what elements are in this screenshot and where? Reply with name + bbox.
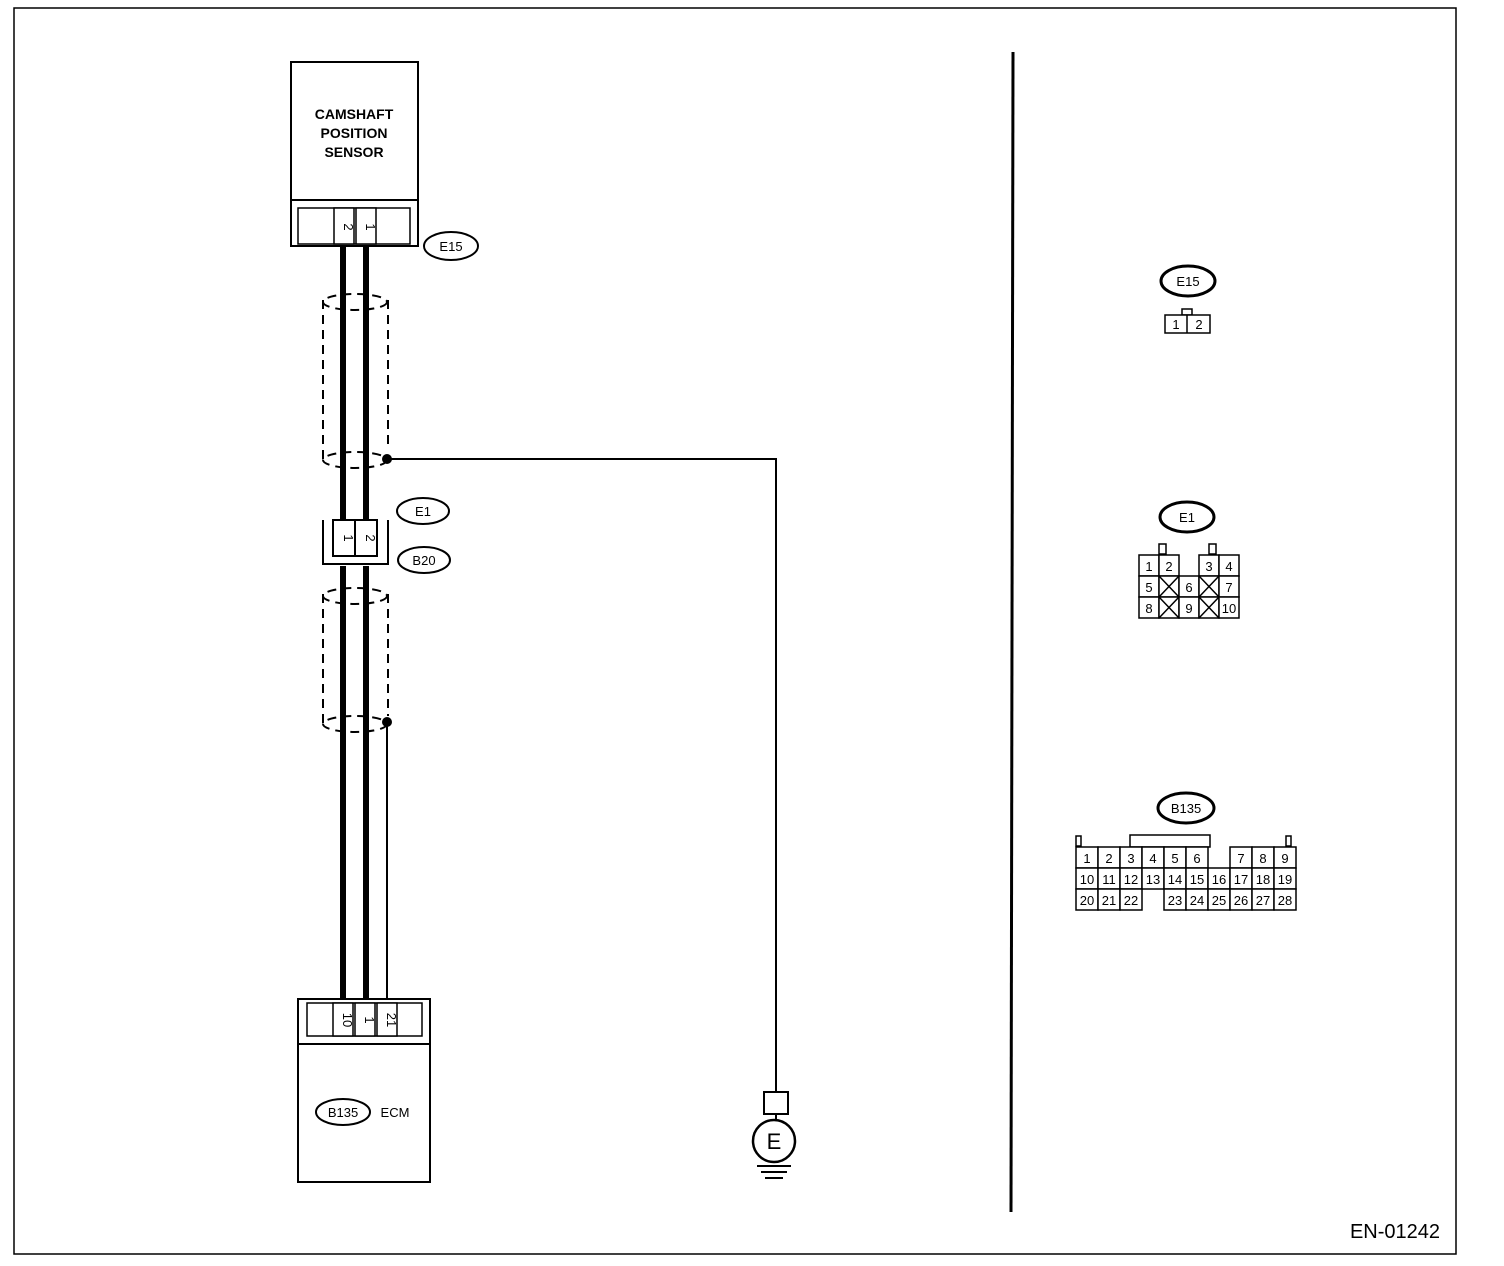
ecm-pin-10: 10 (340, 1013, 355, 1027)
camshaft-position-sensor: CAMSHAFT POSITION SENSOR 2 1 (290, 61, 419, 247)
connector-pin-number: 3 (1205, 559, 1212, 574)
connector-pin-number: 2 (1165, 559, 1172, 574)
connector-pin-number: 5 (1145, 580, 1152, 595)
lower-shield (322, 587, 389, 733)
connector-cavity (1119, 888, 1143, 911)
connector-pin-number: 18 (1256, 872, 1270, 887)
panel-divider (1009, 51, 1015, 1213)
diagram-code: EN-01242 (1350, 1221, 1440, 1243)
svg-text:B135: B135 (1171, 801, 1201, 816)
connector-pin-number: 16 (1212, 872, 1226, 887)
svg-text:E15: E15 (439, 239, 462, 254)
sensor-pin-2: 2 (341, 223, 356, 230)
ecm-label: ECM (381, 1105, 410, 1120)
sensor-label-line3: SENSOR (324, 144, 383, 160)
connector-pin-number: 15 (1190, 872, 1204, 887)
connector-pin-number: 21 (1102, 893, 1116, 908)
connector-pin-number: 10 (1222, 601, 1236, 616)
connector-pin-number: 28 (1278, 893, 1292, 908)
connector-pin-number: 20 (1080, 893, 1094, 908)
connector-pin-number: 22 (1124, 893, 1138, 908)
connector-pin-number: 19 (1278, 872, 1292, 887)
connector-pin-number: 1 (1083, 851, 1090, 866)
blank-cavity-mark (1158, 596, 1180, 619)
connector-pin-number: 6 (1185, 580, 1192, 595)
drain-wire (387, 458, 777, 1092)
svg-text:E1: E1 (415, 504, 431, 519)
sensor-label-line1: CAMSHAFT (315, 106, 394, 122)
blank-cavity-mark (1198, 575, 1220, 598)
junction-connector: 1 2 (322, 519, 389, 565)
svg-text:E15: E15 (1176, 274, 1199, 289)
connector-pin-number: 7 (1237, 851, 1244, 866)
connector-pin-number: 5 (1171, 851, 1178, 866)
connector-tag-b135 (315, 1098, 371, 1126)
connector-pin-number: 9 (1281, 851, 1288, 866)
connector-view-e15: E15 1 2 (1159, 264, 1217, 334)
connector-pin-number: 10 (1080, 872, 1094, 887)
connector-pin-number: 14 (1168, 872, 1182, 887)
sensor-pin-1: 1 (363, 223, 378, 230)
connector-pin-number: 8 (1259, 851, 1266, 866)
connector-tag-e1: E1 (396, 497, 450, 525)
connector-pin-number: 24 (1190, 893, 1204, 908)
ecm-connector-label: B135 (328, 1105, 358, 1120)
connector-pin-number: 13 (1146, 872, 1160, 887)
connector-cavity (1218, 596, 1240, 619)
connector-pin-number: 12 (1124, 872, 1138, 887)
connector-pin-number: 9 (1185, 601, 1192, 616)
diagram-frame (13, 7, 1457, 1255)
connector-pin-number: 11 (1102, 872, 1116, 887)
connector-pin-number: 26 (1234, 893, 1248, 908)
connector-tag-e15: E15 (423, 231, 479, 261)
e15-view-pin-1: 1 (1172, 317, 1179, 332)
blank-cavity-mark (1198, 596, 1220, 619)
connector-pin-number: 8 (1145, 601, 1152, 616)
connector-pin-number: 6 (1193, 851, 1200, 866)
ecm-pin-21: 21 (384, 1013, 399, 1027)
ecm-pin-1: 1 (362, 1016, 377, 1023)
connector-pin-number: 3 (1127, 851, 1134, 866)
e15-view-pin-2: 2 (1195, 317, 1202, 332)
connector-pin-number: 4 (1225, 559, 1232, 574)
connector-cavity (1273, 888, 1297, 911)
connector-pin-number: 4 (1149, 851, 1156, 866)
ecm-unit: 10 1 21 B135 ECM (297, 998, 431, 1183)
junction-pin-1: 1 (341, 534, 356, 541)
connector-pin-number: 2 (1105, 851, 1112, 866)
connector-pin-number: 17 (1234, 872, 1248, 887)
ground-symbol: E (751, 1091, 797, 1179)
ground-label: E (767, 1129, 782, 1154)
blank-cavity-mark (1158, 575, 1180, 598)
connector-tag-b20: B20 (397, 546, 451, 574)
svg-text:B20: B20 (412, 553, 435, 568)
junction-pin-2: 2 (363, 534, 378, 541)
connector-pin-number: 27 (1256, 893, 1270, 908)
harness-wires (340, 246, 369, 1003)
sensor-label-line2: POSITION (321, 125, 388, 141)
connector-pin-number: 23 (1168, 893, 1182, 908)
upper-shield (322, 293, 389, 469)
svg-text:E1: E1 (1179, 510, 1195, 525)
connector-pin-number: 25 (1212, 893, 1226, 908)
connector-pin-number: 7 (1225, 580, 1232, 595)
connector-pin-number: 1 (1145, 559, 1152, 574)
